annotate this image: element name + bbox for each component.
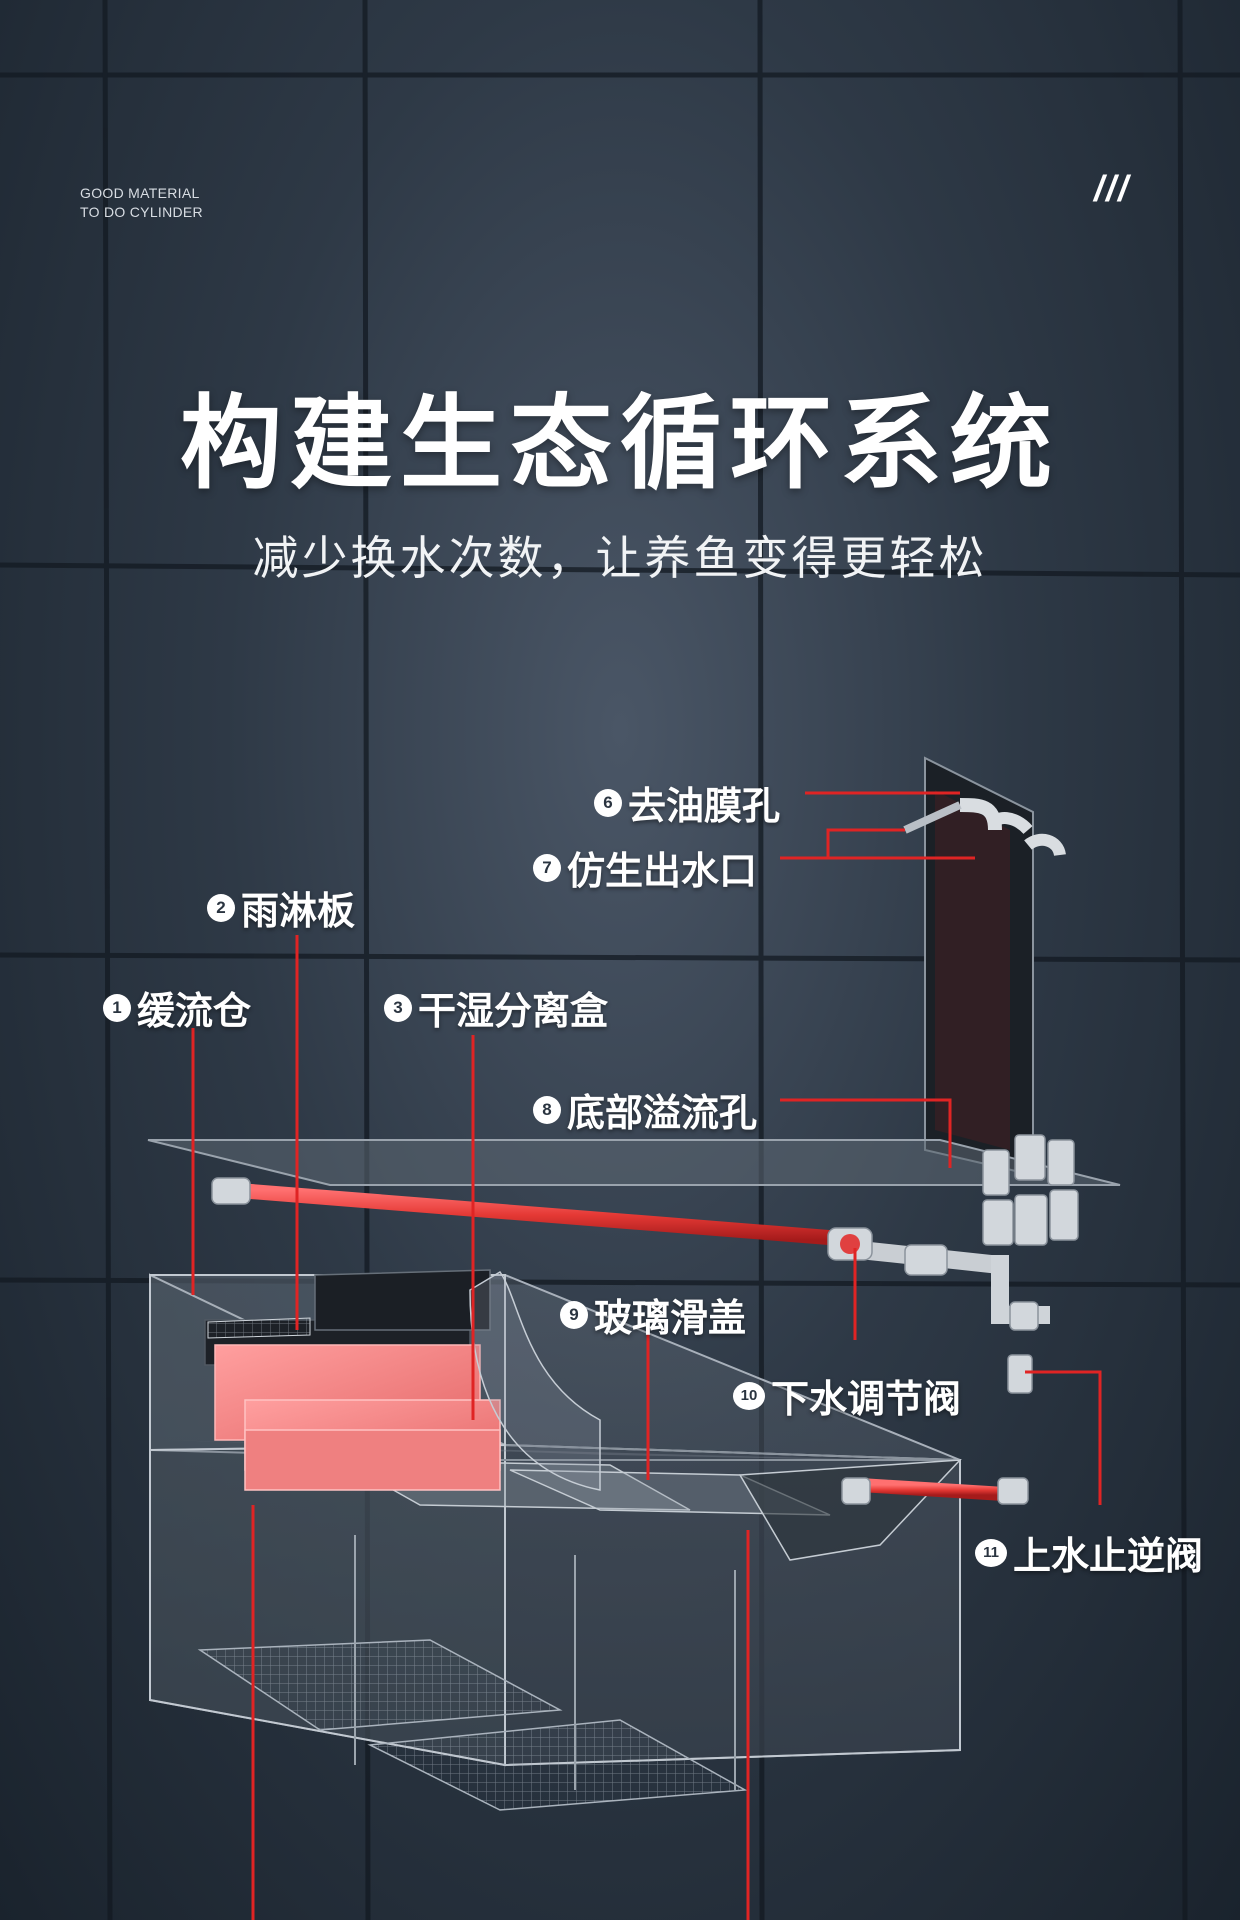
callout-number: 11 — [975, 1538, 1007, 1567]
callout-label: 玻璃滑盖 — [594, 1296, 747, 1340]
callout-rain-board: 2 雨淋板 — [207, 880, 355, 935]
callout-buffer-chamber: 1 缓流仓 — [103, 980, 251, 1035]
brand-tagline-line1: GOOD MATERIAL — [80, 185, 200, 201]
callout-wet-dry-separation-box: 3 干湿分离盒 — [384, 980, 608, 1035]
callout-number: 8 — [533, 1095, 561, 1124]
callout-inlet-check-valve: 11 上水止逆阀 — [975, 1525, 1203, 1580]
callout-label: 上水止逆阀 — [1013, 1534, 1204, 1578]
callout-number: 6 — [594, 788, 622, 817]
callout-label: 雨淋板 — [241, 889, 356, 933]
callout-label: 底部溢流孔 — [567, 1091, 758, 1135]
page-title: 构建生态循环系统 — [180, 385, 1060, 504]
callout-label: 去油膜孔 — [628, 784, 781, 828]
callout-oil-film-hole: 6 去油膜孔 — [594, 775, 780, 830]
callout-number: 9 — [560, 1300, 588, 1329]
plumbing-pipes — [211, 798, 1084, 1680]
main-tank-bottom-glass — [147, 1139, 1121, 1186]
callout-number: 2 — [207, 893, 235, 922]
filter-boxes — [204, 1269, 601, 1491]
callout-drain-regulating-valve: 10 下水调节阀 — [733, 1368, 961, 1423]
page-subtitle: 减少换水次数，让养鱼变得更轻松 — [252, 531, 988, 585]
brand-tagline: GOOD MATERIAL TO DO CYLINDER — [80, 184, 203, 222]
callout-label: 仿生出水口 — [567, 849, 758, 893]
callout-glass-sliding-cover: 9 玻璃滑盖 — [560, 1287, 746, 1342]
callout-label: 缓流仓 — [137, 989, 252, 1033]
decorative-slashes: /// — [1094, 168, 1131, 209]
callout-number: 1 — [103, 993, 131, 1022]
callout-bionic-outlet: 7 仿生出水口 — [533, 840, 757, 895]
callout-number: 3 — [384, 993, 412, 1022]
callout-number: 7 — [533, 853, 561, 882]
callout-bottom-overflow-hole: 8 底部溢流孔 — [533, 1082, 757, 1137]
brand-tagline-line2: TO DO CYLINDER — [80, 204, 203, 220]
callout-number: 10 — [733, 1381, 765, 1410]
callout-label: 干湿分离盒 — [418, 989, 609, 1033]
callout-leader-lines — [191, 791, 1102, 1920]
callout-label: 下水调节阀 — [771, 1377, 962, 1421]
